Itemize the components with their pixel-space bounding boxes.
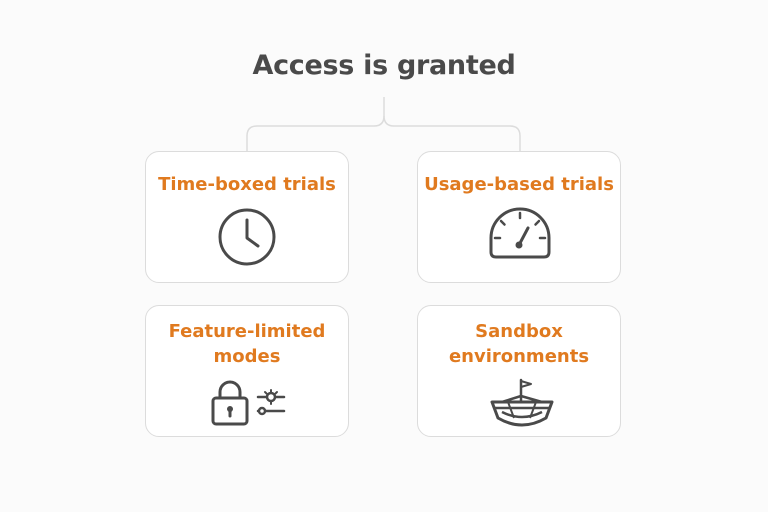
card-feature-limited-modes: Feature-limited modes	[145, 305, 349, 437]
card-time-boxed-trials: Time-boxed trials	[145, 151, 349, 283]
lock-with-sliders-icon	[211, 380, 286, 426]
card-label-line: modes	[213, 346, 281, 367]
sandbox-boat-icon	[490, 378, 554, 427]
card-sandbox-environments: Sandbox environments	[417, 305, 621, 437]
card-label-line: Feature-limited	[168, 321, 326, 342]
speedometer-icon	[489, 207, 551, 259]
diagram-title: Access is granted	[252, 50, 516, 81]
card-label: Time-boxed trials	[158, 174, 336, 195]
card-label: Sandbox environments	[418, 319, 620, 369]
clock-icon	[218, 208, 276, 266]
card-usage-based-trials: Usage-based trials	[417, 151, 621, 283]
bracket-connector	[246, 97, 521, 151]
card-label-line: environments	[448, 346, 590, 367]
card-label: Usage-based trials	[424, 174, 614, 195]
card-label-line: Sandbox	[475, 321, 563, 342]
card-label: Feature-limited modes	[146, 319, 348, 369]
